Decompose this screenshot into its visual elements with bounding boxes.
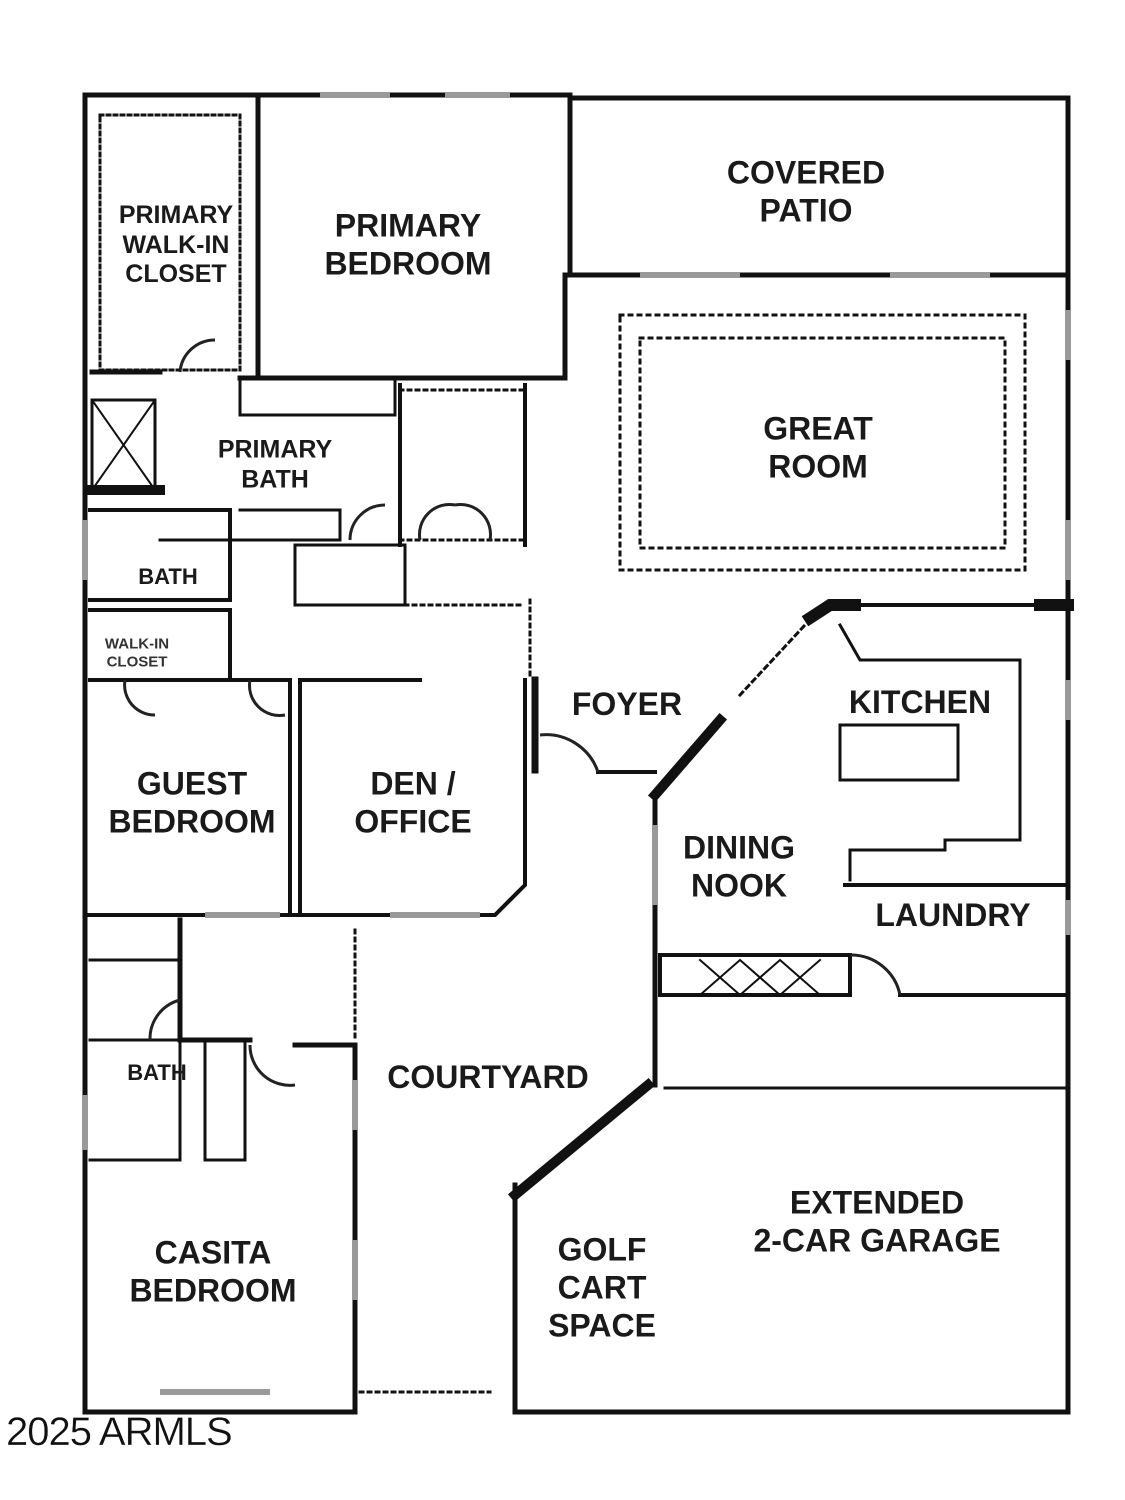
room-label-den-office: DEN / OFFICE <box>354 765 472 839</box>
room-label-kitchen: KITCHEN <box>848 684 992 721</box>
room-label-casita-bath: BATH <box>127 1060 187 1086</box>
room-label-bath: BATH <box>138 564 198 590</box>
room-label-casita-bedroom: CASITA BEDROOM <box>129 1234 297 1308</box>
exterior-wall <box>82 92 1071 1415</box>
room-label-dining-nook: DINING NOOK <box>683 829 795 903</box>
room-label-foyer: FOYER <box>571 686 683 723</box>
room-label-great-room: GREAT ROOM <box>763 410 873 484</box>
room-label-primary-bath: PRIMARY BATH <box>217 435 333 494</box>
room-label-extended-garage: EXTENDED 2-CAR GARAGE <box>753 1184 1001 1258</box>
room-label-primary-bedroom: PRIMARY BEDROOM <box>324 207 492 281</box>
room-label-laundry: LAUNDRY <box>875 897 1031 934</box>
room-label-covered-patio: COVERED PATIO <box>726 154 886 228</box>
watermark: 2025 ARMLS <box>6 1410 233 1454</box>
room-label-primary-walk-in-closet: PRIMARY WALK-IN CLOSET <box>118 200 234 288</box>
room-label-guest-bedroom: GUEST BEDROOM <box>108 765 276 839</box>
room-label-walk-in-closet: WALK-IN CLOSET <box>104 635 170 670</box>
room-label-courtyard: COURTYARD <box>387 1059 589 1096</box>
room-label-golf-cart-space: GOLF CART SPACE <box>548 1231 656 1343</box>
exterior-wall-left <box>82 92 358 1415</box>
